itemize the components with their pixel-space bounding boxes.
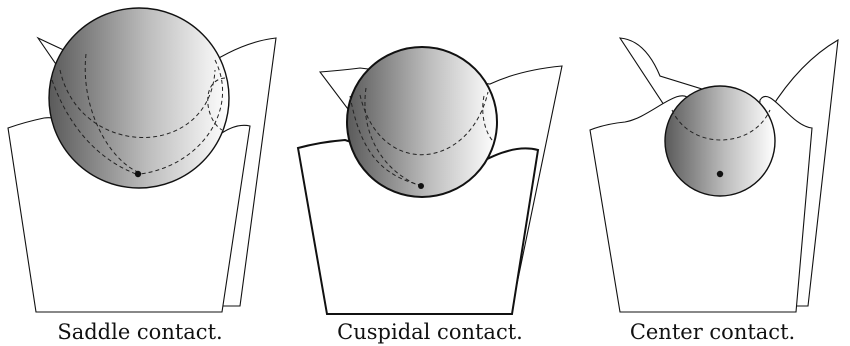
caption-saddle: Saddle contact. <box>57 320 223 344</box>
sphere <box>48 7 230 189</box>
panel-center <box>589 37 839 313</box>
contact-point <box>134 170 142 178</box>
intersection-curve <box>671 109 771 141</box>
panel-saddle <box>7 7 277 313</box>
panel-cuspidal <box>296 46 563 315</box>
caption-center: Center contact. <box>629 320 796 344</box>
contact-curve-inner <box>84 53 139 173</box>
intersection-curve <box>59 69 216 138</box>
contact-point <box>716 170 724 178</box>
contact-curve-left <box>51 79 137 175</box>
sphere <box>664 85 776 197</box>
contact-curve-inner <box>364 87 421 187</box>
contact-curve-right <box>482 95 495 143</box>
intersection-curve <box>359 91 489 156</box>
contact-curve-right-inner <box>207 77 226 131</box>
caption-cuspidal: Cuspidal contact. <box>337 320 523 344</box>
sphere <box>346 46 498 198</box>
contact-curve-left <box>349 95 421 186</box>
contact-point <box>418 183 424 189</box>
